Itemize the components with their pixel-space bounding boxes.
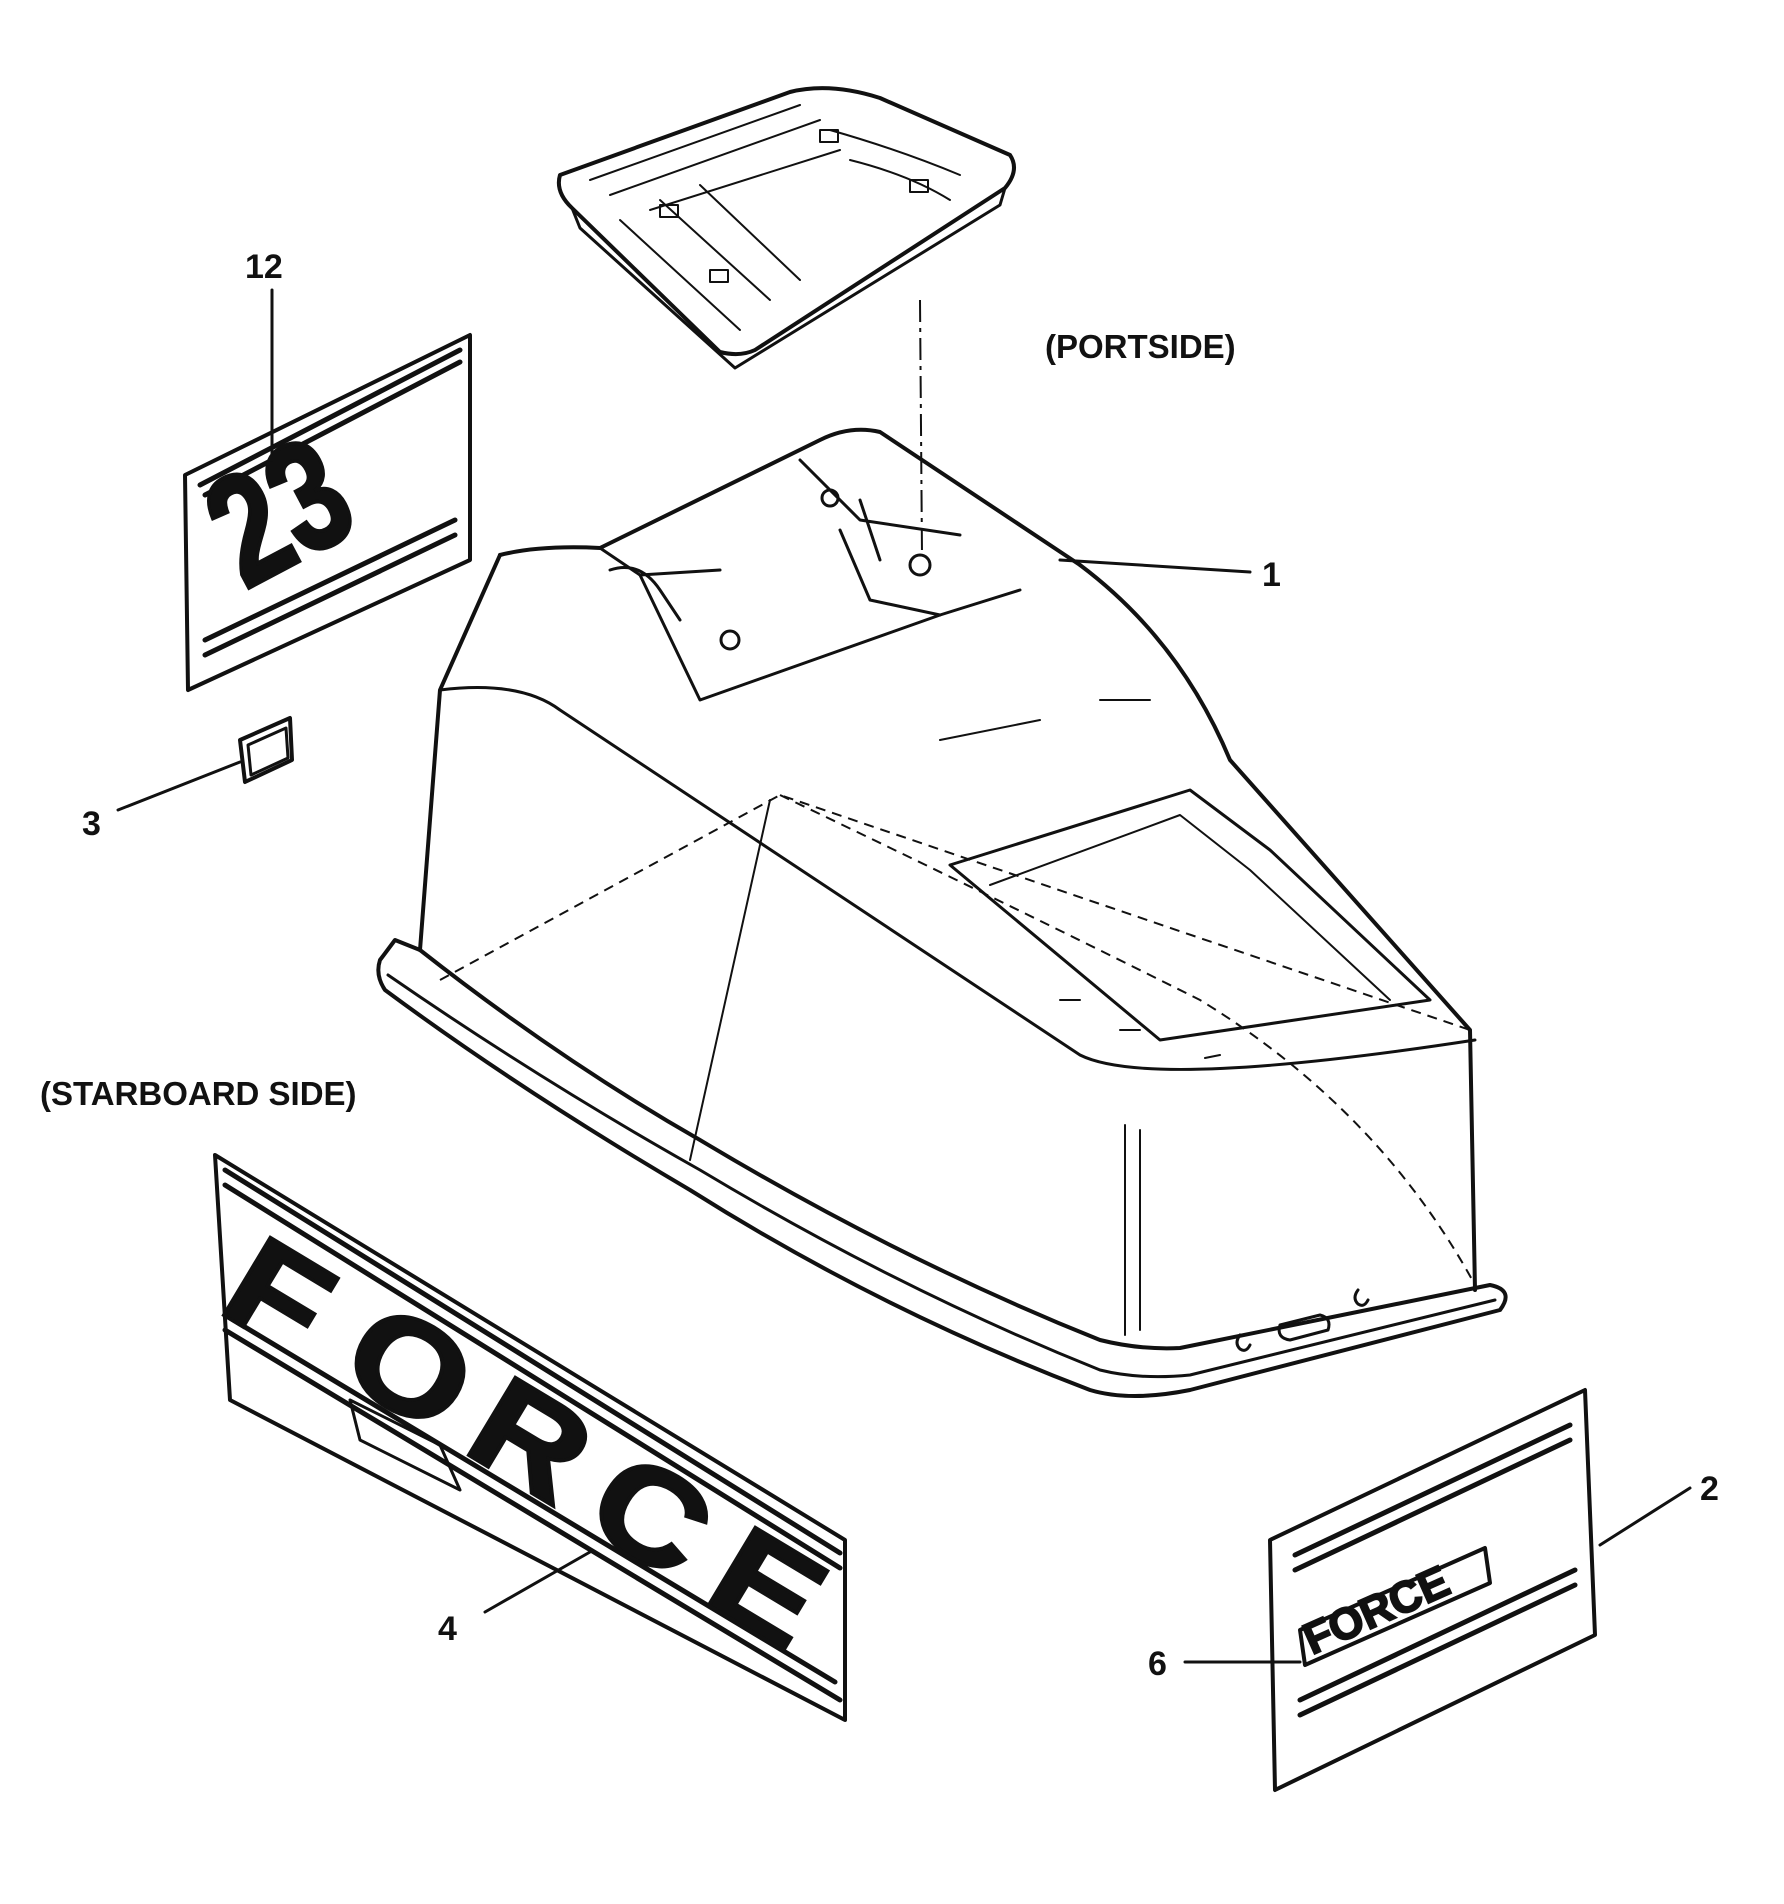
- callout-4: 4: [438, 1610, 457, 1648]
- callout-1: 1: [1262, 556, 1281, 594]
- top-cover-part: [556, 86, 1016, 370]
- callout-2: 2: [1700, 1470, 1719, 1508]
- small-square-decal-part: [238, 716, 294, 784]
- alignment-line: [919, 299, 923, 556]
- callout-3: 3: [82, 805, 101, 843]
- force-rear-decal-part: FORCE: [1268, 1388, 1597, 1792]
- leader-lines: [116, 288, 1692, 1664]
- callout-12: 12: [245, 248, 283, 286]
- force-side-decal-part: F O R C E: [199, 1153, 851, 1722]
- number-decal-part: 23: [178, 333, 472, 692]
- portside-label: (PORTSIDE): [1045, 328, 1236, 365]
- force-small-text: FORCE: [1296, 1557, 1457, 1664]
- engine-hood-part: [376, 427, 1508, 1398]
- force-letter-c: C: [565, 1424, 736, 1607]
- callout-6: 6: [1148, 1645, 1167, 1683]
- starboard-side-label: (STARBOARD SIDE): [40, 1075, 357, 1112]
